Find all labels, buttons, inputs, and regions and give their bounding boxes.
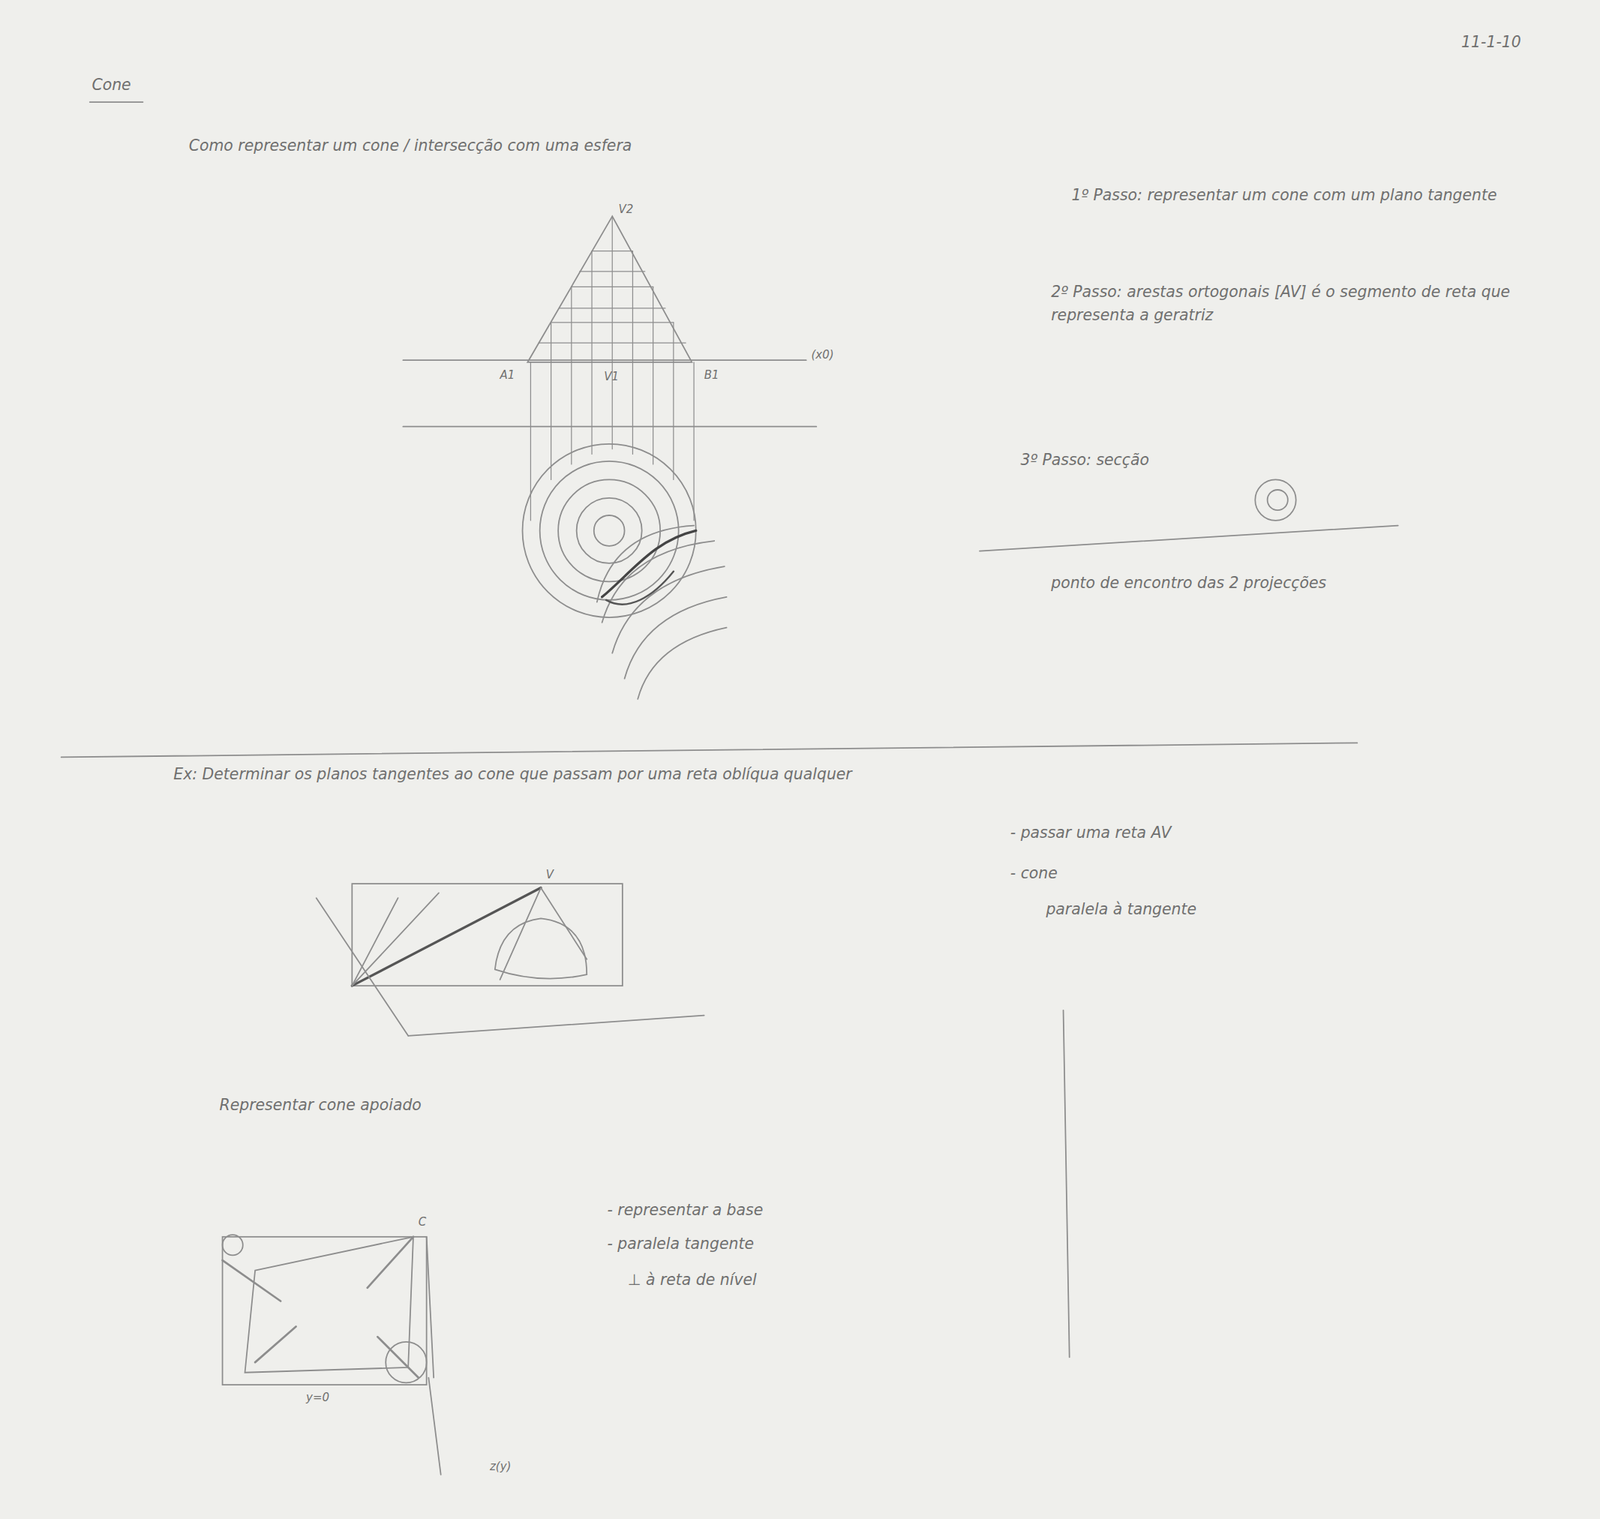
point-label: C	[418, 1214, 427, 1231]
point-label: z(y)	[489, 1458, 511, 1476]
point-label: V1	[603, 369, 619, 386]
handwritten-note: Ex: Determinar os planos tangentes ao co…	[173, 763, 1011, 787]
handwritten-note: 1º Passo: representar um cone com um pla…	[1071, 183, 1592, 208]
page-heading: Cone	[91, 73, 131, 97]
handwritten-note: - representar a base	[606, 1198, 763, 1222]
handwritten-note: 2º Passo: arestas ortogonais [AV] é o se…	[1050, 280, 1561, 327]
handwritten-note: - passar uma reta AV	[1010, 821, 1172, 845]
point-label: V	[546, 867, 554, 884]
point-label: B1	[704, 367, 720, 385]
handwritten-note: Como representar um cone / intersecção c…	[189, 135, 924, 159]
point-label: A1	[500, 367, 516, 385]
handwritten-note: 3º Passo: secção	[1020, 449, 1150, 473]
point-label: (x0)	[811, 347, 835, 364]
handwritten-note: ⊥ à reta de nível	[627, 1268, 757, 1292]
handwritten-note: - paralela tangente	[606, 1232, 754, 1256]
point-label: y=0	[306, 1389, 330, 1407]
handwritten-note: 11-1-10	[1461, 30, 1522, 55]
handwritten-note: ponto de encontro das 2 projecções	[1050, 571, 1399, 595]
handwritten-note: paralela à tangente	[1045, 897, 1197, 922]
handwritten-note: Representar cone apoiado	[219, 1093, 421, 1117]
handwritten-note: - cone	[1010, 862, 1058, 886]
point-label: V2	[618, 201, 634, 219]
